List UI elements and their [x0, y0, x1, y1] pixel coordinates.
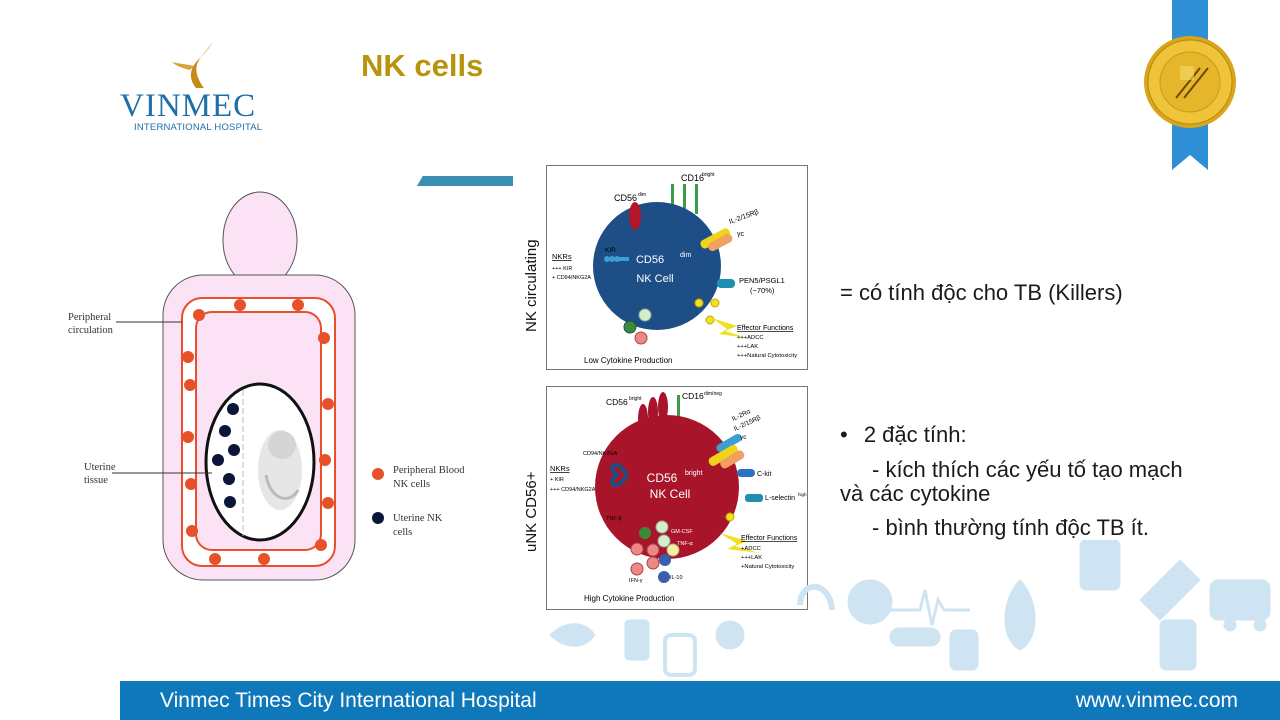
- tnfb-label: TNF-β: [606, 516, 622, 522]
- features-bullet: • 2 đặc tính:: [840, 422, 967, 448]
- kir-label: KIR: [605, 247, 616, 254]
- legend-uterine-2: cells: [393, 527, 412, 538]
- lsel-sup: high: [798, 492, 807, 497]
- cd56-dim-figure: CD56 dim NK Cell CD56 dim CD16 bright IL…: [546, 165, 808, 370]
- cd94-receptor: [610, 462, 629, 488]
- cd16-sup: dim/neg: [704, 391, 722, 397]
- legend-peripheral-marker: [372, 468, 384, 480]
- uterine-nk-dots: [212, 403, 240, 508]
- cd16-receptors: [671, 184, 698, 214]
- label-nk-circulating: NK circulating: [523, 239, 540, 332]
- cell-body: [595, 415, 739, 559]
- effector-line-1: +++ADCC: [737, 335, 764, 341]
- il10-label: IL-10: [670, 575, 683, 581]
- cd94-label: CD94/NK2GA: [583, 451, 618, 457]
- cell2-name: CD56: [647, 471, 678, 485]
- il-label: IL-2/15Rβ: [728, 209, 759, 226]
- label-uterine-1: Uterine: [84, 462, 116, 473]
- lsel-label: L-selectin: [765, 495, 795, 502]
- cd56-sup: bright: [629, 396, 642, 402]
- footer-website-link[interactable]: www.vinmec.com: [1075, 689, 1238, 712]
- label-uterine-2: tissue: [84, 475, 108, 486]
- cell2-sup: bright: [685, 470, 703, 477]
- cell1-sup: dim: [680, 252, 691, 259]
- label-unk-cd56: uNK CD56+: [523, 471, 540, 552]
- gamma-label: γc: [740, 434, 747, 441]
- pen5-pct: (~70%): [750, 286, 775, 295]
- effector-title: Effector Functions: [737, 325, 794, 332]
- bullet-icon: •: [840, 422, 848, 447]
- footer-hospital-name: Vinmec Times City International Hospital: [160, 689, 537, 712]
- nkrs-line-2: + CD94/NKG2A: [552, 275, 591, 281]
- effector-title: Effector Functions: [741, 535, 798, 542]
- nkrs-line-1: +++ KIR: [552, 266, 572, 272]
- effector-bolt-icon: [712, 318, 747, 338]
- cd16-label: CD16: [682, 391, 704, 401]
- effector-line-1: +ADCC: [741, 546, 761, 552]
- cell1-name: CD56: [636, 254, 664, 266]
- nkrs-title: NKRs: [550, 464, 570, 473]
- feature-1-line-2: và các cytokine: [840, 481, 991, 506]
- legend-uterine-1: Uterine NK: [393, 513, 443, 524]
- body-diagram: Peripheral circulation Uterine tissue Pe…: [68, 191, 465, 581]
- cell1-line2: NK Cell: [636, 273, 673, 285]
- medical-icons-watermark: [549, 540, 1271, 677]
- head-shape: [222, 191, 298, 289]
- cd16-sup: bright: [702, 172, 715, 178]
- label-peripheral-2: circulation: [68, 325, 114, 336]
- nkrs-title: NKRs: [552, 252, 572, 261]
- cd56-bright-figure: CD56 bright NK Cell CD56 bright CD16 dim…: [546, 386, 808, 610]
- cd16-receptor: [677, 395, 680, 423]
- vinmec-logo: VINMEC INTERNATIONAL HOSPITAL: [118, 40, 278, 135]
- flame-icon: [172, 42, 212, 88]
- peripheral-nk-dots: [182, 299, 334, 565]
- ifn-label: IFN-γ: [629, 578, 643, 584]
- cd56-sup: dim: [638, 192, 646, 198]
- cytokine-dots: [630, 520, 680, 583]
- logo-brand: VINMEC: [120, 88, 257, 124]
- gamma-label: γc: [737, 231, 745, 238]
- cell2-footer: High Cytokine Production: [584, 594, 674, 603]
- effector-line-2: +++LAK: [737, 344, 758, 350]
- cd56-receptor: [629, 202, 641, 230]
- feature-2: - bình thường tính độc TB ít.: [872, 515, 1150, 540]
- accent-bar: [417, 176, 513, 186]
- cell2-line2: NK Cell: [650, 487, 691, 501]
- effector-line-3: +++Natural Cytotoxicity: [737, 353, 797, 359]
- legend-peripheral-2: NK cells: [393, 479, 430, 490]
- label-peripheral-1: Peripheral: [68, 312, 111, 323]
- effector-line-2: +++LAK: [741, 555, 762, 561]
- feature-1-line-1: - kích thích các yếu tố tạo mạch: [872, 457, 1183, 482]
- features-heading: 2 đặc tính:: [863, 422, 967, 447]
- logo-subtitle: INTERNATIONAL HOSPITAL: [134, 122, 263, 133]
- cd16-label: CD16: [681, 173, 704, 183]
- tnfa-label: TNF-α: [677, 541, 694, 547]
- ckit-label: C-kit: [757, 471, 771, 478]
- cell1-footer: Low Cytokine Production: [584, 356, 673, 365]
- killers-text: = có tính độc cho TB (Killers): [840, 280, 1123, 305]
- gmcsf-label: GM-CSF: [671, 529, 693, 535]
- nkrs-line-1: + KIR: [550, 477, 564, 483]
- footer-bar: Vinmec Times City International Hospital…: [120, 681, 1280, 720]
- legend-uterine-marker: [372, 512, 384, 524]
- cd56-label: CD56: [606, 397, 628, 407]
- legend-peripheral-1: Peripheral Blood: [393, 465, 465, 476]
- cd56-label: CD56: [614, 193, 637, 203]
- effector-line-3: +Natural Cytotoxicity: [741, 564, 794, 570]
- pen5-label: PEN5/PSGL1: [739, 276, 785, 285]
- cell-body: [593, 202, 721, 330]
- effector-bolt-icon: [720, 533, 759, 553]
- fetus-icon: [258, 430, 302, 510]
- nkrs-line-2: +++ CD94/NKG2A: [550, 487, 596, 493]
- jci-seal: [1144, 0, 1236, 170]
- slide-title: NK cells: [361, 48, 484, 83]
